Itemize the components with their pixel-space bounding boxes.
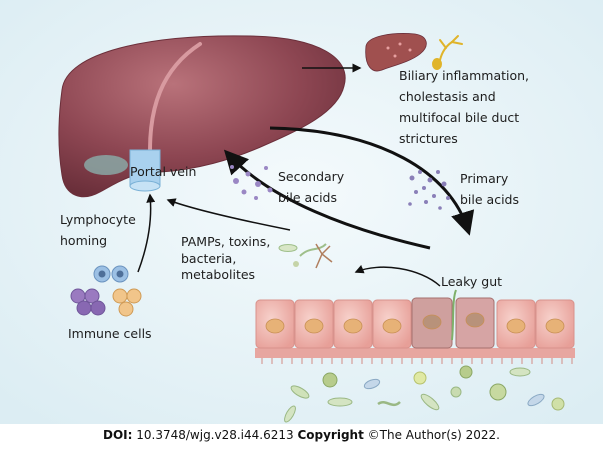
portal-vein	[129, 149, 161, 192]
biliary-label-line-4: strictures	[399, 131, 458, 146]
secondary-bile-acids-label: Secondary bile acids	[278, 169, 344, 206]
primary-bile-acids-label: Primary bile acids	[460, 171, 519, 208]
primary-label-line-2: bile acids	[460, 191, 519, 207]
portal-vein-label: Portal vein	[130, 164, 196, 179]
secondary-bile-acid-dots	[230, 165, 273, 200]
leaky-gut-label: Leaky gut	[441, 274, 503, 289]
pamps-label: PAMPs, toxins, bacteria, metabolites	[181, 234, 270, 284]
biliary-label: Biliary inflammation, cholestasis and mu…	[399, 65, 529, 149]
small-liver-icon	[365, 33, 427, 72]
doi-value: 10.3748/wjg.v28.i44.6213	[136, 428, 294, 442]
lymphocyte-label-line-1: Lymphocyte	[60, 212, 136, 227]
primary-label-line-1: Primary	[460, 171, 509, 186]
secondary-label-line-1: Secondary	[278, 169, 345, 184]
copyright-label: Copyright	[297, 428, 364, 442]
gut-microbiota	[284, 365, 565, 423]
primary-bile-acid-dots	[408, 170, 450, 210]
diagram-canvas: Portal vein	[0, 0, 603, 424]
biliary-label-line-1: Biliary inflammation,	[399, 68, 530, 83]
arrow-pamps	[166, 198, 291, 231]
arrow-leaky-gut	[354, 264, 441, 287]
lymphocyte-homing-label: Lymphocyte homing	[60, 212, 136, 249]
gut-epithelium	[255, 289, 575, 364]
pamps-microbes	[278, 243, 333, 269]
biliary-label-line-3: multifocal bile duct	[399, 110, 520, 125]
immune-cells-label: Immune cells	[68, 326, 152, 341]
pamps-label-line-3: metabolites	[181, 267, 256, 282]
immune-cells-illustration	[70, 265, 142, 317]
arrow-lymphocyte-homing	[137, 193, 156, 273]
biliary-label-line-2: cholestasis and	[399, 89, 496, 104]
citation-footer: DOI: 10.3748/wjg.v28.i44.6213 Copyright …	[0, 428, 603, 442]
doi-label: DOI:	[102, 428, 133, 442]
lymphocyte-label-line-2: homing	[60, 232, 108, 248]
secondary-label-line-2: bile acids	[278, 189, 337, 205]
arrow-secondary-bile-acids	[223, 149, 431, 250]
pamps-label-line-1: PAMPs, toxins,	[181, 234, 271, 249]
pamps-label-line-2: bacteria,	[181, 250, 237, 266]
copyright-text: ©The Author(s) 2022.	[367, 428, 500, 442]
bile-duct-icon	[432, 35, 463, 70]
arrow-primary-bile-acids	[269, 126, 475, 236]
